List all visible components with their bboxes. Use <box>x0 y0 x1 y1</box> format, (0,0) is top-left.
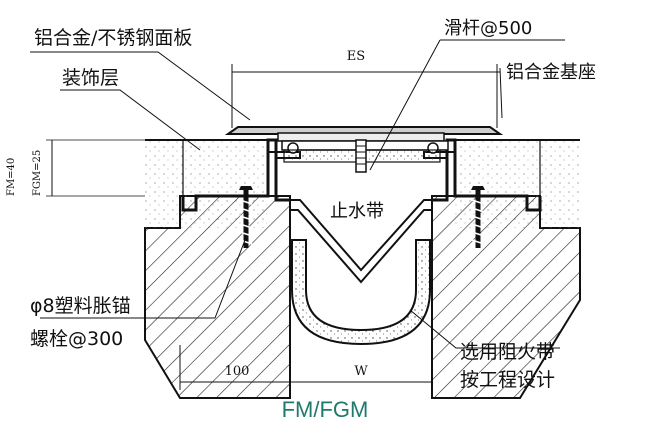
firestop-label-1: 选用阻火带 <box>460 341 555 363</box>
anchor-label-1: φ8塑料胀锚 <box>30 295 131 317</box>
anchor-bolt-right <box>471 186 485 248</box>
leader-slide-rod <box>369 39 565 171</box>
dimension-w: W <box>290 345 433 390</box>
finish-layer-right <box>455 139 580 228</box>
fire-barrier <box>291 239 431 346</box>
firestop-label-2: 按工程设计 <box>460 369 555 391</box>
dimension-fm: FM=40 FGM=25 <box>6 139 145 197</box>
dim-w-label: W <box>354 364 368 379</box>
anchor-label-2: 螺栓@300 <box>30 328 123 350</box>
anchor-bolt-left <box>239 186 253 248</box>
leader-finish <box>60 89 201 151</box>
finish-layer-label: 装饰层 <box>62 67 119 89</box>
leader-base <box>499 67 503 119</box>
finish-layer-left <box>145 139 267 228</box>
waterstop <box>289 199 433 284</box>
faceplate-label: 铝合金/不锈钢面板 <box>34 27 192 49</box>
drawing-title: FM/FGM <box>282 397 369 422</box>
waterstop-label: 止水带 <box>330 201 384 222</box>
es-label: ES <box>347 49 365 64</box>
slide-rod <box>281 139 449 173</box>
dimension-es: ES <box>231 49 500 128</box>
leader-faceplate <box>30 51 251 121</box>
fgm-label: FGM=25 <box>32 150 43 196</box>
dim-100-label: 100 <box>225 364 250 379</box>
leader-firestop <box>409 309 560 349</box>
leader-lines <box>30 39 565 349</box>
slide-rod-label: 滑杆@500 <box>444 18 532 39</box>
base-label: 铝合金基座 <box>506 62 596 83</box>
fm-label: FM=40 <box>6 158 17 196</box>
leader-anchor <box>40 239 246 319</box>
